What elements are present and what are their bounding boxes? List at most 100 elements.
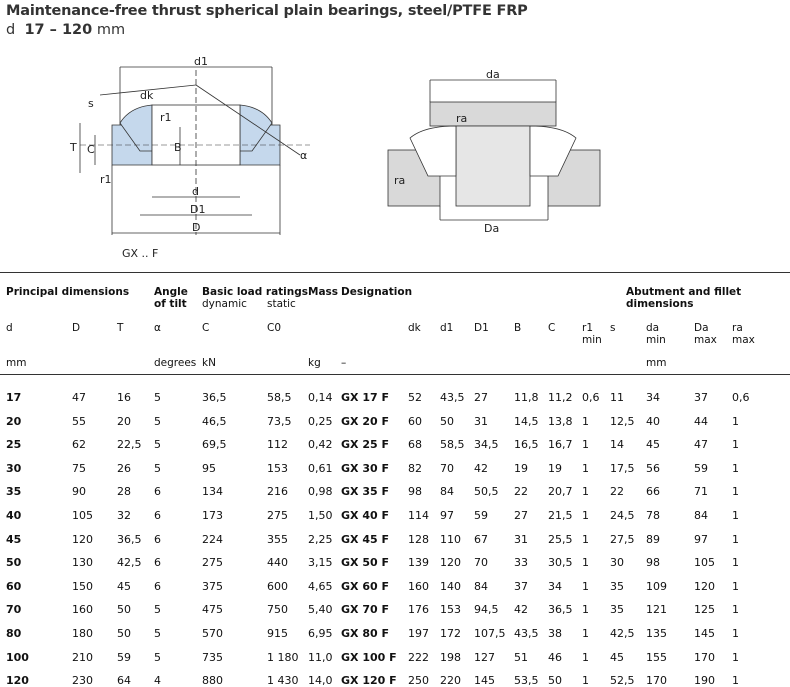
cell-r1: 1: [582, 674, 589, 687]
cell-D1: 34,5: [474, 438, 499, 452]
cell-alpha: 5: [154, 603, 161, 617]
cell-D: 120: [72, 532, 93, 546]
cell-D: 90: [72, 485, 86, 499]
label-B: B: [174, 141, 182, 154]
sym-r1-min: min: [582, 334, 602, 346]
cell-designation: GX 40 F: [341, 509, 389, 522]
unit-mm-abutment: mm: [646, 357, 667, 369]
cell-r1: 1: [582, 603, 589, 617]
cell-designation: GX 17 F: [341, 391, 389, 404]
cell-r1: 1: [582, 485, 589, 499]
cell-r1: 0,6: [582, 391, 600, 404]
cell-B: 19: [514, 461, 528, 475]
sym-T: T: [117, 322, 124, 334]
cell-d: 35: [6, 485, 22, 499]
cell-d1: 140: [440, 579, 461, 593]
cell-ra: 1: [732, 532, 739, 546]
cell-dk: 60: [408, 414, 422, 428]
cell-da: 34: [646, 391, 660, 404]
page-title: Maintenance-free thrust spherical plain …: [6, 3, 528, 19]
cell-C: 46,5: [202, 414, 227, 428]
subtitle-range: 17 – 120: [24, 22, 93, 38]
cell-D1: 67: [474, 532, 488, 546]
cell-s: 24,5: [610, 509, 635, 522]
cell-da: 89: [646, 532, 660, 546]
cell-Da: 97: [694, 532, 708, 546]
table-top-rule: [0, 272, 790, 273]
washer-left: [409, 125, 457, 177]
cell-C2: 16,7: [548, 438, 573, 452]
cell-C2: 11,2: [548, 391, 573, 404]
cell-D: 75: [72, 461, 86, 475]
cell-C: 880: [202, 674, 223, 687]
cell-d1: 198: [440, 650, 461, 664]
cell-alpha: 5: [154, 438, 161, 452]
cell-ra: 1: [732, 650, 739, 664]
cell-designation: GX 100 F: [341, 650, 397, 664]
cell-B: 33: [514, 556, 528, 570]
cell-da: 45: [646, 438, 660, 452]
cell-T: 50: [117, 627, 131, 640]
cell-mass: 0,98: [308, 485, 333, 499]
cell-C2: 20,7: [548, 485, 573, 499]
cell-T: 32: [117, 509, 131, 522]
cell-D1: 127: [474, 650, 495, 664]
cell-C0: 1 180: [267, 650, 299, 664]
label-C: C: [87, 143, 95, 156]
cell-alpha: 5: [154, 391, 161, 404]
cell-D1: 42: [474, 461, 488, 475]
cell-C2: 30,5: [548, 556, 573, 570]
cell-T: 59: [117, 650, 131, 664]
cell-da: 135: [646, 627, 667, 640]
cell-D: 210: [72, 650, 93, 664]
cell-dk: 222: [408, 650, 429, 664]
cell-d1: 97: [440, 509, 454, 522]
cell-C0: 750: [267, 603, 288, 617]
washer-right: [529, 125, 577, 177]
cell-r1: 1: [582, 556, 589, 570]
cell-s: 22: [610, 485, 624, 499]
cell-C: 173: [202, 509, 223, 522]
cell-D1: 107,5: [474, 627, 506, 640]
hdr-abutment: Abutment and fillet dimensions: [626, 286, 742, 310]
label-s: s: [88, 97, 94, 110]
cell-mass: 3,15: [308, 556, 333, 570]
hdr-basic-load-ratings: Basic load ratings: [202, 286, 309, 298]
cell-designation: GX 20 F: [341, 414, 389, 428]
cell-da: 40: [646, 414, 660, 428]
cell-D: 230: [72, 674, 93, 687]
cell-s: 30: [610, 556, 624, 570]
cell-D1: 70: [474, 556, 488, 570]
cell-T: 64: [117, 674, 131, 687]
cell-C: 570: [202, 627, 223, 640]
cell-mass: 4,65: [308, 579, 333, 593]
cell-ra: 1: [732, 414, 739, 428]
cell-C0: 1 430: [267, 674, 299, 687]
cell-mass: 0,25: [308, 414, 333, 428]
cell-T: 36,5: [117, 532, 142, 546]
cell-T: 45: [117, 579, 131, 593]
cell-C2: 34: [548, 579, 562, 593]
label-T: T: [69, 141, 77, 154]
cell-d: 25: [6, 438, 22, 452]
cell-D1: 84: [474, 579, 488, 593]
cell-dk: 114: [408, 509, 429, 522]
cell-d1: 153: [440, 603, 461, 617]
label-D: D: [192, 221, 200, 234]
cell-designation: GX 25 F: [341, 438, 389, 452]
cell-d1: 120: [440, 556, 461, 570]
cell-d: 30: [6, 461, 22, 475]
page-subtitle: d 17 – 120 mm: [6, 22, 125, 38]
unit-mm: mm: [6, 357, 27, 369]
sym-dk: dk: [408, 322, 421, 334]
cell-B: 14,5: [514, 414, 539, 428]
cell-d: 120: [6, 674, 29, 687]
cell-dk: 82: [408, 461, 422, 475]
cell-s: 35: [610, 579, 624, 593]
cell-C: 69,5: [202, 438, 227, 452]
cell-r1: 1: [582, 414, 589, 428]
sym-s: s: [610, 322, 616, 334]
cell-d1: 58,5: [440, 438, 465, 452]
hdr-angle-line2: of tilt: [154, 298, 187, 310]
cell-d1: 220: [440, 674, 461, 687]
